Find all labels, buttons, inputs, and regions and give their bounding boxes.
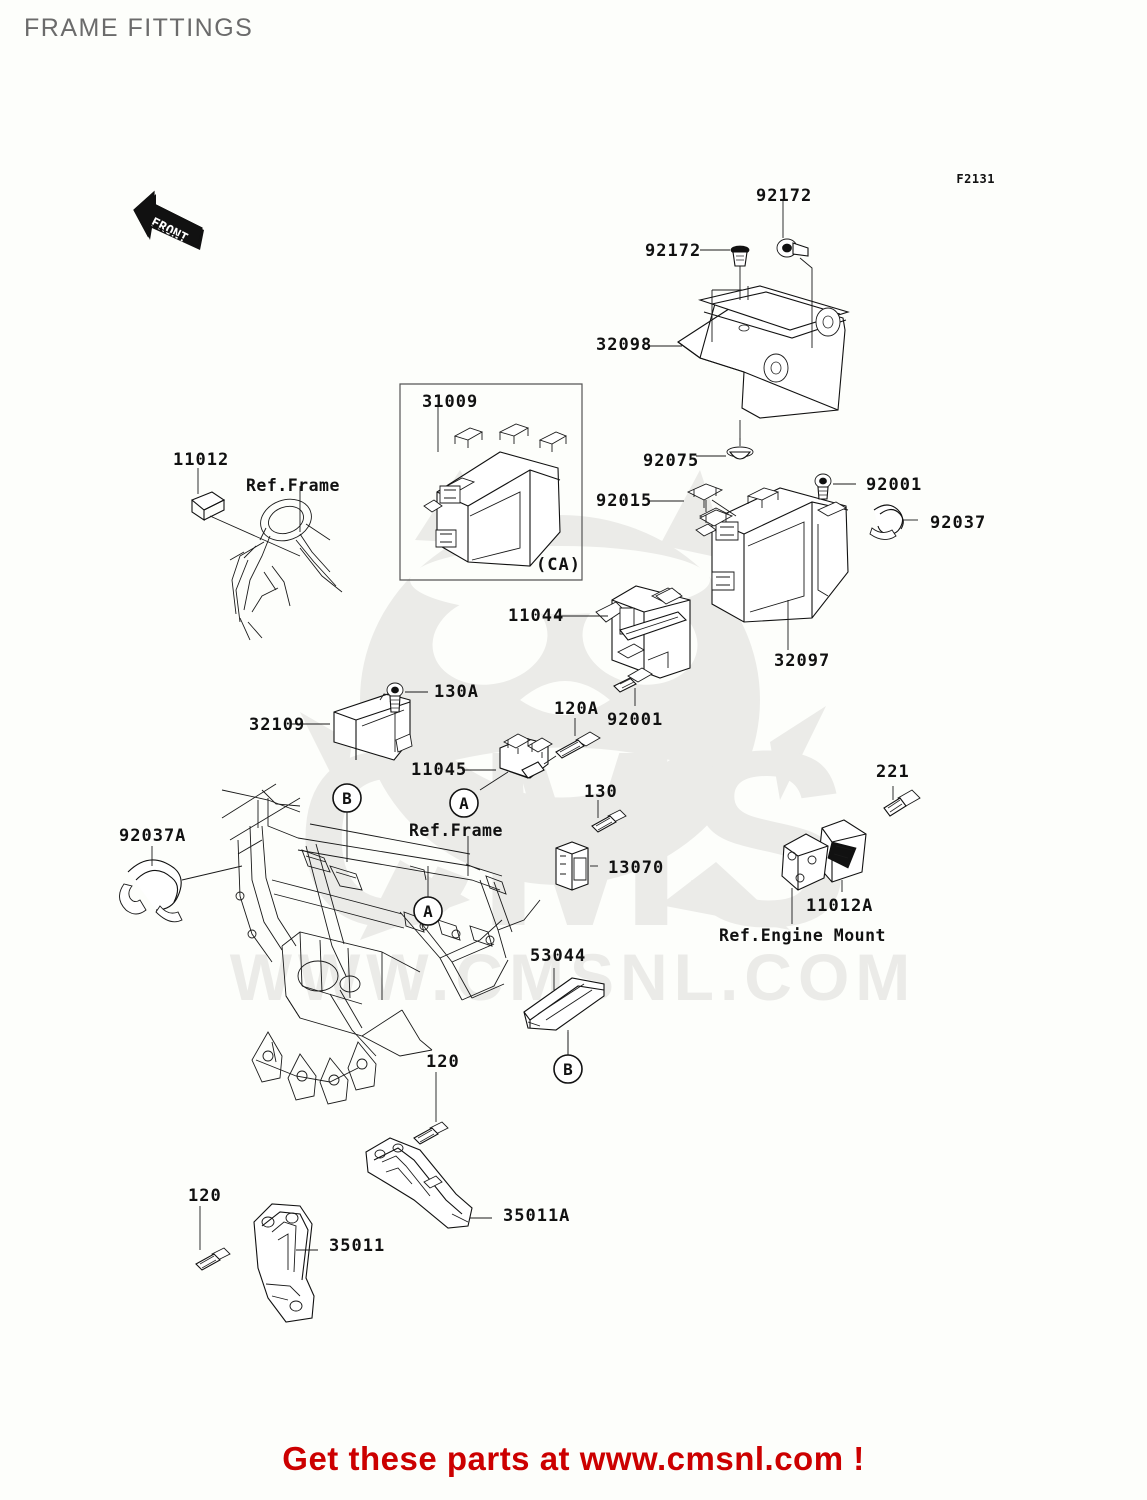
part-11045 <box>500 734 552 778</box>
part-92075 <box>727 438 753 459</box>
part-11012A <box>818 820 866 882</box>
ref-engine-mount-sketch <box>782 834 828 890</box>
part-92037 <box>870 505 903 540</box>
callout-32097: 32097 <box>774 651 831 671</box>
inset-box <box>400 384 582 580</box>
svg-text:B: B <box>342 789 352 808</box>
part-120A <box>556 732 600 758</box>
callout-35011: 35011 <box>329 1236 386 1256</box>
part-120-upper <box>414 1122 448 1144</box>
callout-120-b: 120 <box>188 1186 222 1206</box>
callout-92001-b: 92001 <box>607 710 664 730</box>
part-92015 <box>688 484 732 533</box>
callout-11045: 11045 <box>411 760 468 780</box>
part-92001-top <box>815 474 831 499</box>
front-orientation-marker: FRONT <box>126 188 216 268</box>
part-221 <box>884 790 920 816</box>
circle-markers: B A A B <box>333 784 582 1083</box>
part-35011 <box>254 1204 314 1322</box>
sheet-code: F2131 <box>956 172 995 186</box>
part-120-lower <box>196 1248 230 1270</box>
part-11012 <box>192 492 224 520</box>
ref-frame-label-2: Ref.Frame <box>409 821 503 840</box>
callout-92172-b: 92172 <box>645 241 702 261</box>
part-32109 <box>334 694 412 760</box>
part-92172-left <box>731 246 749 266</box>
mark-A-2: A <box>414 897 442 925</box>
callout-92037: 92037 <box>930 513 987 533</box>
part-13070 <box>556 842 588 890</box>
callout-31009: 31009 <box>422 392 479 412</box>
ref-frame-sketch-upper <box>230 492 342 640</box>
callout-32109: 32109 <box>249 715 306 735</box>
callout-92037A: 92037A <box>119 826 187 846</box>
svg-text:B: B <box>563 1060 573 1079</box>
callout-221: 221 <box>876 762 910 782</box>
svg-text:A: A <box>459 794 469 813</box>
part-130 <box>592 810 626 832</box>
callout-92015: 92015 <box>596 491 653 511</box>
callout-92001-a: 92001 <box>866 475 923 495</box>
svg-text:A: A <box>423 902 433 921</box>
footer-promo-text: Get these parts at www.cmsnl.com ! <box>282 1440 865 1477</box>
mark-B-2: B <box>554 1055 582 1083</box>
part-92001-lower <box>614 668 652 692</box>
callout-11012: 11012 <box>173 450 230 470</box>
part-130A <box>387 683 403 712</box>
mark-A-1: A <box>450 789 478 817</box>
main-frame-assembly <box>222 784 540 1104</box>
callout-11012A: 11012A <box>806 896 874 916</box>
part-53044 <box>524 978 604 1030</box>
callout-53044: 53044 <box>530 946 587 966</box>
part-35011A <box>366 1138 472 1228</box>
callout-35011A: 35011A <box>503 1206 571 1226</box>
callout-ca: (CA) <box>536 555 581 575</box>
callout-13070: 13070 <box>608 858 665 878</box>
part-92037A <box>119 860 182 922</box>
callout-130A: 130A <box>434 682 479 702</box>
callout-92172-a: 92172 <box>756 186 813 206</box>
callout-92075: 92075 <box>643 451 700 471</box>
callout-120-a: 120 <box>426 1052 460 1072</box>
part-32098 <box>678 286 848 418</box>
callout-32098: 32098 <box>596 335 653 355</box>
mark-B-1: B <box>333 784 361 812</box>
callout-120A: 120A <box>554 699 599 719</box>
callout-130: 130 <box>584 782 618 802</box>
ref-engine-mount-label: Ref.Engine Mount <box>719 926 886 945</box>
ref-frame-label-1: Ref.Frame <box>246 476 340 495</box>
callout-11044: 11044 <box>508 606 565 626</box>
part-31009 <box>424 424 566 566</box>
part-32097 <box>696 488 848 622</box>
page-title: FRAME FITTINGS <box>24 14 254 42</box>
part-11044 <box>596 586 690 678</box>
part-92172-right <box>777 239 808 257</box>
